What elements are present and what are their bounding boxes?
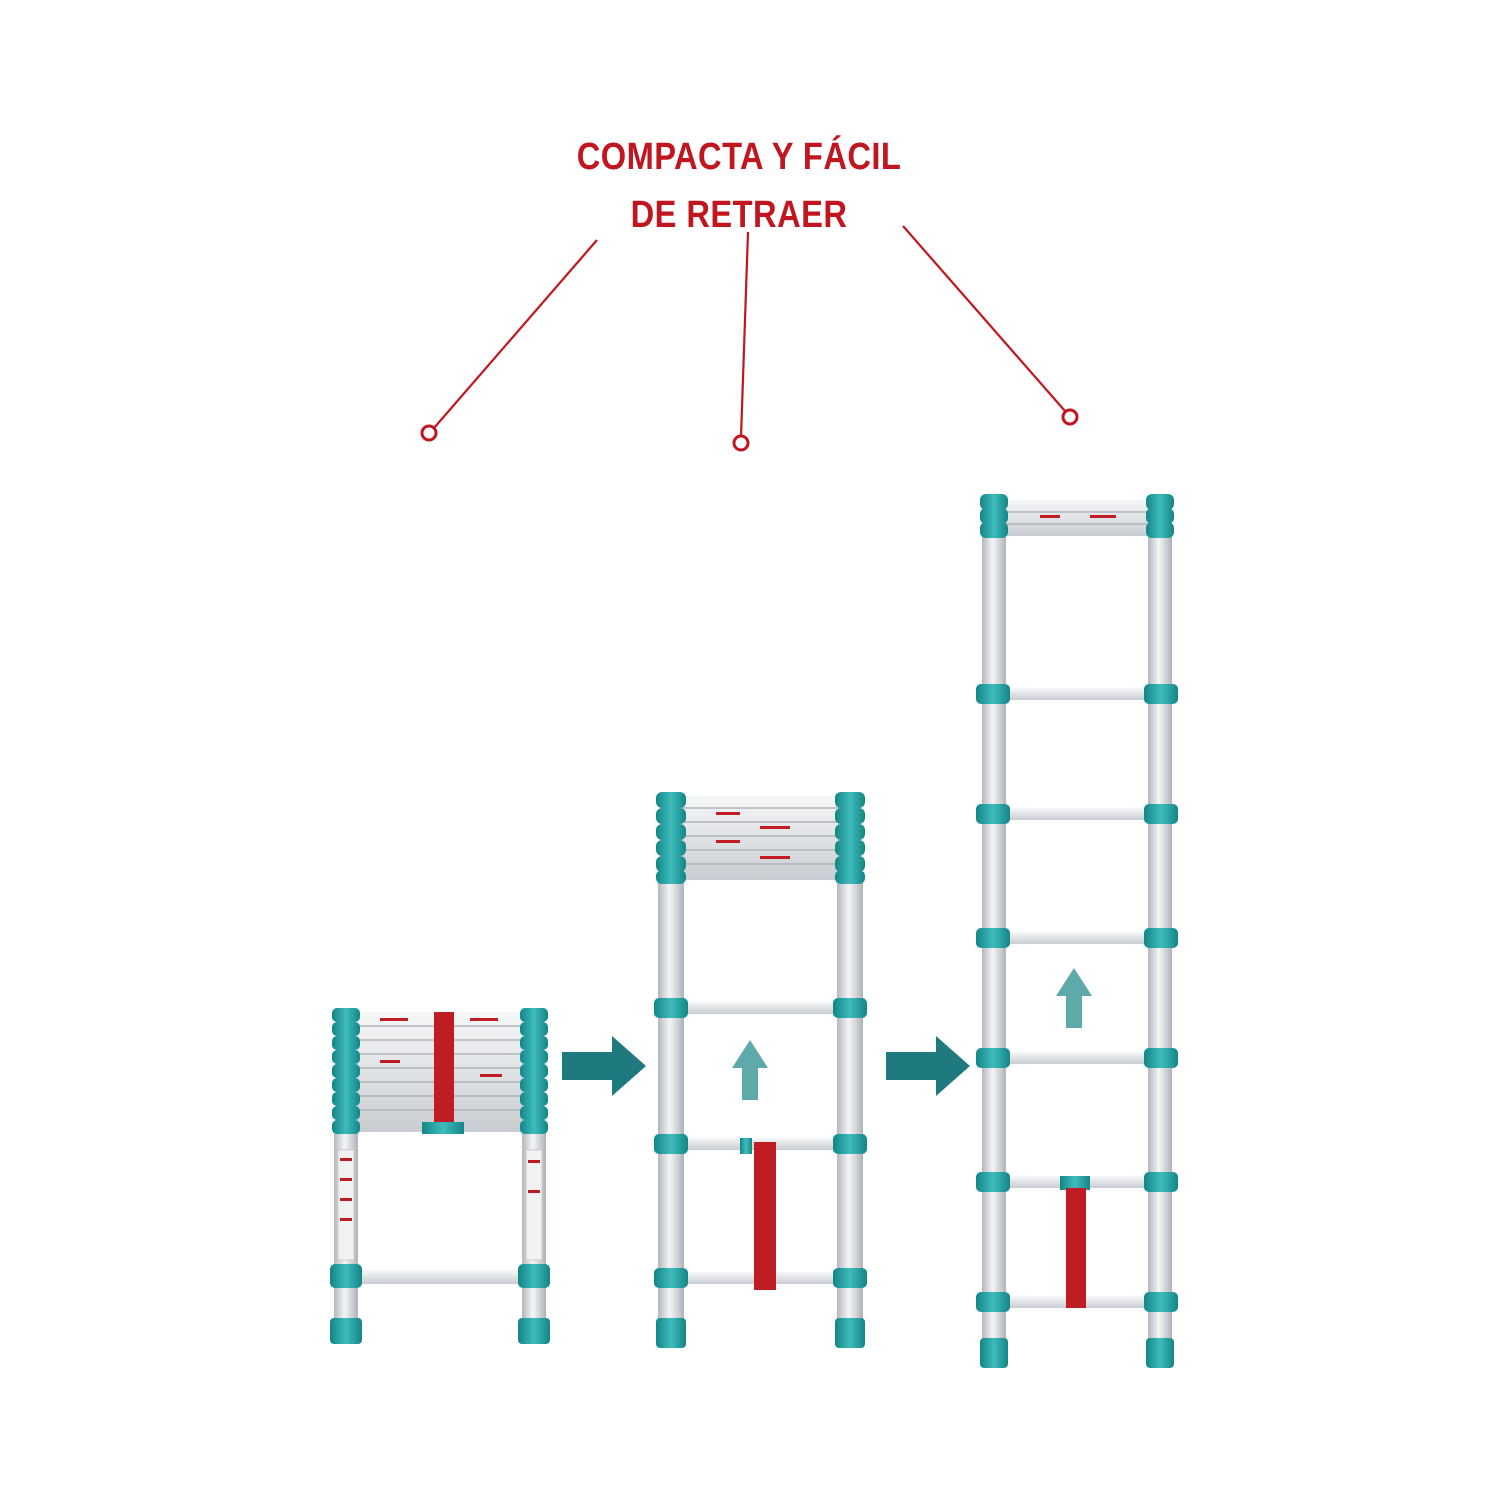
- callout-marker-icon: [420, 424, 438, 442]
- headline-line-2: DE RETRAER: [630, 194, 848, 236]
- up-arrow-icon: [1056, 968, 1092, 1028]
- open-rungs: [976, 684, 1178, 1312]
- callout-line-left: [433, 239, 598, 429]
- right-arrow-icon: [886, 1036, 970, 1096]
- callout-line-right: [902, 225, 1066, 412]
- callout-lines: [420, 225, 1079, 452]
- callout-line-middle: [739, 231, 750, 438]
- headline: COMPACTA Y FÁCIL DE RETRAER: [103, 128, 1374, 244]
- callout-marker-icon: [732, 434, 750, 452]
- callout-marker-icon: [1061, 408, 1079, 426]
- open-rungs: [654, 998, 867, 1288]
- ladder-partially-extended: [654, 792, 867, 1348]
- stacked-rungs: [332, 1008, 548, 1134]
- ladder-fully-extended: [976, 494, 1178, 1368]
- headline-line-1: COMPACTA Y FÁCIL: [576, 136, 902, 178]
- ladder-retracted: [330, 1008, 550, 1344]
- up-arrow-icon: [732, 1040, 768, 1100]
- right-arrow-icon: [562, 1036, 646, 1096]
